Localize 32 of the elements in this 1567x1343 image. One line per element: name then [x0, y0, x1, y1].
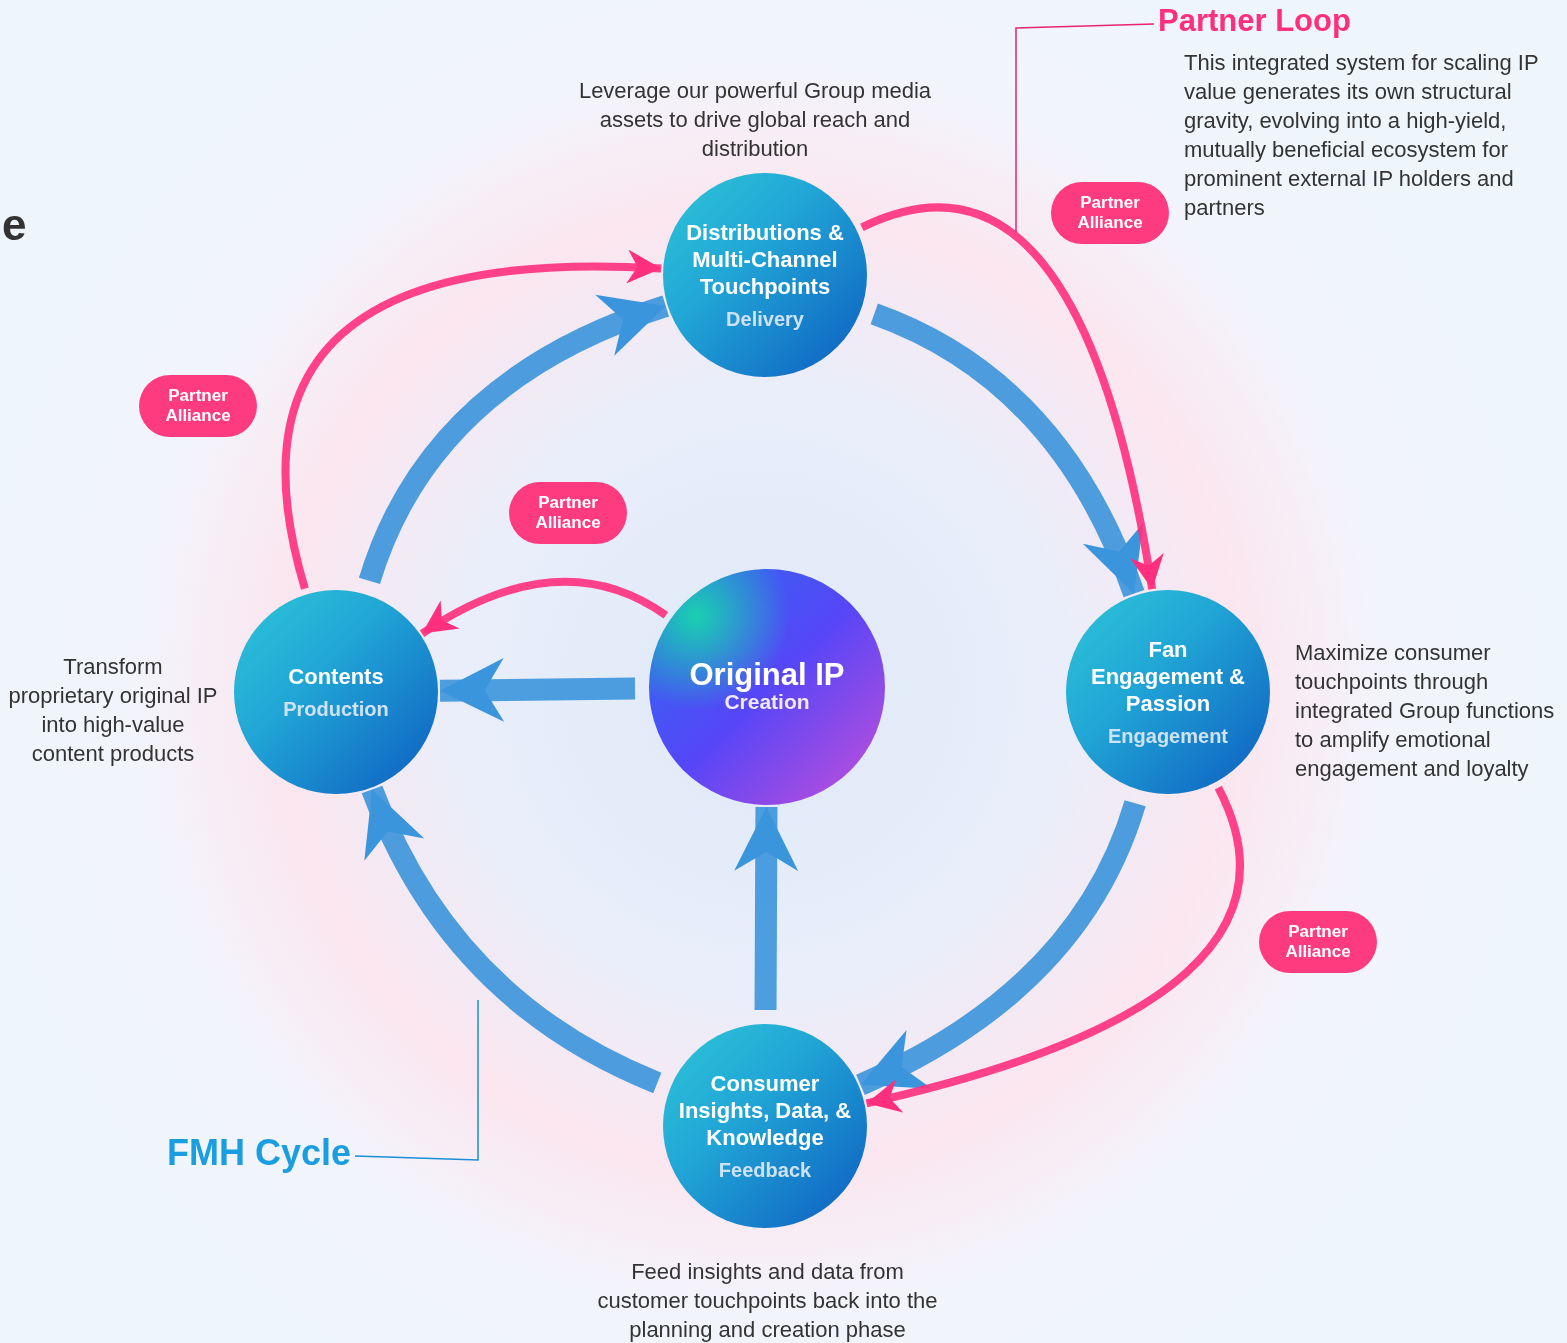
arrow: [281, 250, 662, 590]
partner-badge: Partner Alliance: [139, 375, 257, 437]
description-text: Maximize consumer touchpoints through integrated Group functions to amplify emotional engagement and loyalty: [1295, 639, 1555, 783]
arrow: [860, 203, 1164, 590]
description-text: Leverage our powerful Group media assets to drive global reach and distribution: [577, 77, 933, 163]
arrow: [439, 658, 636, 723]
description-text: This integrated system for scaling IP value generates its own structural gravity, evolving into a high-yield, mutually beneficial ecosystem for prominent external IP holders and partners: [1184, 49, 1540, 222]
leader-line: [354, 999, 479, 1161]
arrow: [359, 295, 670, 585]
arrow: [419, 577, 669, 637]
description-text: Feed insights and data from customer touchpoints back into the planning and creation phase: [596, 1258, 939, 1343]
node-subtitle: Production: [283, 698, 389, 721]
node-subtitle: Delivery: [726, 308, 804, 331]
node-title: Consumer Insights, Data, & Knowledge: [677, 1070, 853, 1151]
arrow: [865, 786, 1244, 1112]
arrow: [870, 303, 1145, 598]
partner-badge: Partner Alliance: [509, 482, 627, 544]
leader-line: [1015, 23, 1155, 233]
partner-badge: Partner Alliance: [1051, 182, 1169, 244]
arrow: [855, 799, 1146, 1095]
heading-text: Partner Loop: [1158, 3, 1351, 39]
description-text: Transform proprietary original IP into high-value content products: [8, 653, 218, 768]
node-title: Distributions & Multi-Channel Touchpoints: [685, 219, 845, 300]
arrow: [734, 806, 799, 1011]
heading-text: e: [2, 200, 28, 250]
node-subtitle: Engagement: [1108, 725, 1228, 748]
node-title: Fan Engagement & Passion: [1090, 636, 1246, 717]
node-title: Contents: [288, 663, 384, 690]
partner-badge: Partner Alliance: [1259, 911, 1377, 973]
node-subtitle: Feedback: [718, 1159, 812, 1182]
heading-text: FMH Cycle: [167, 1132, 352, 1174]
arrow: [361, 785, 662, 1093]
